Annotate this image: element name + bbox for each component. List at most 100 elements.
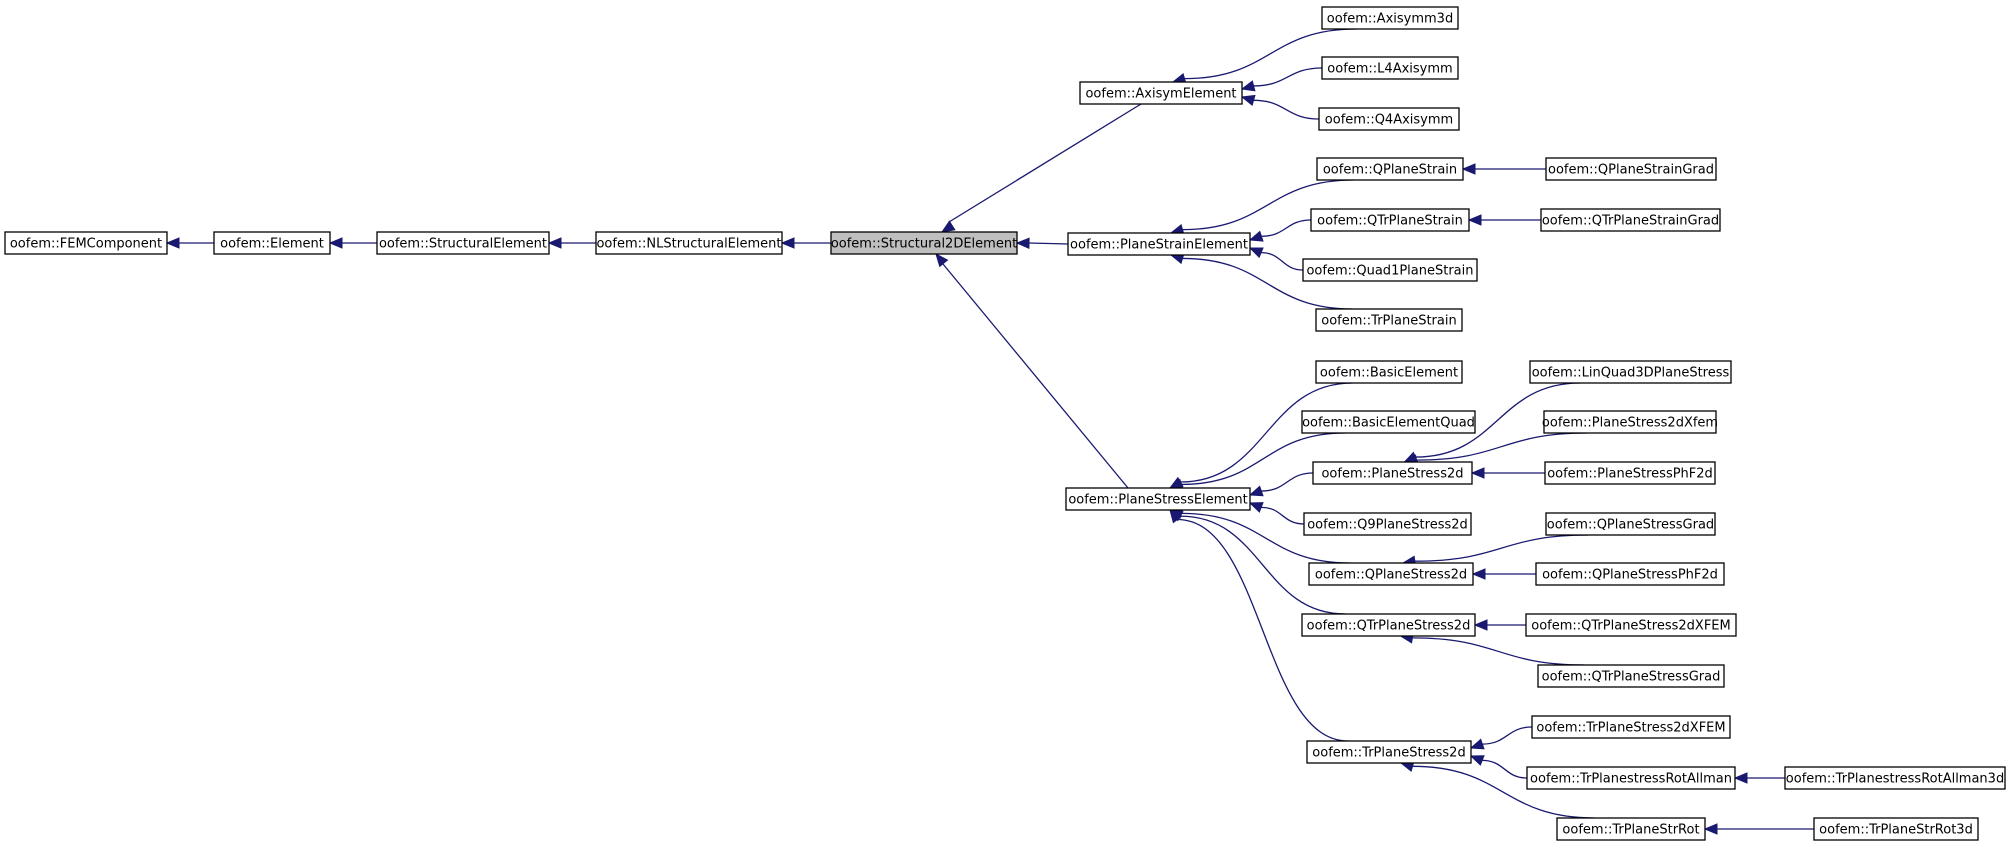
class-label: oofem::TrPlanestressRotAllman3d: [1786, 772, 2004, 787]
inheritance-arrow-fem-el: [165, 237, 214, 249]
inheritance-arrow-pst-q9: [1248, 502, 1305, 525]
class-label: oofem::QTrPlaneStrain: [1317, 214, 1463, 229]
class-node-tr[interactable]: oofem::TrPlaneStress2d: [1306, 740, 1472, 764]
inheritance-arrow-tr-tra: [1469, 755, 1528, 779]
class-node-lq3d[interactable]: oofem::LinQuad3DPlaneStress: [1529, 360, 1732, 384]
class-label: oofem::QPlaneStressGrad: [1547, 518, 1714, 533]
class-label: oofem::QPlaneStressPhF2d: [1542, 568, 1718, 583]
inheritance-arrow-ps2d-ps2dx: [1403, 432, 1588, 466]
class-label: oofem::BasicElementQuad: [1302, 416, 1475, 431]
inheritance-arrow-pse-trps: [1169, 253, 1353, 310]
class-node-qtrg[interactable]: oofem::QTrPlaneStressGrad: [1537, 664, 1725, 688]
inheritance-arrow-pse-qtps: [1248, 219, 1312, 242]
class-node-pst[interactable]: oofem::PlaneStressElement: [1065, 487, 1251, 511]
class-node-beq[interactable]: oofem::BasicElementQuad: [1301, 410, 1476, 434]
class-node-tra[interactable]: oofem::TrPlanestressRotAllman: [1526, 766, 1736, 790]
inheritance-arrow-tr-trsr: [1399, 760, 1595, 819]
class-node-trsr3d[interactable]: oofem::TrPlaneStrRot3d: [1813, 817, 1979, 841]
class-label: oofem::L4Axisymm: [1327, 62, 1452, 77]
inheritance-arrow-qps2d-qpsphf: [1471, 568, 1536, 580]
class-label: oofem::TrPlanestressRotAllman: [1530, 772, 1732, 787]
class-node-qtps[interactable]: oofem::QTrPlaneStrain: [1310, 208, 1470, 232]
class-node-fem[interactable]: oofem::FEMComponent: [4, 231, 168, 255]
class-node-trsr[interactable]: oofem::TrPlaneStrRot: [1556, 817, 1706, 841]
class-label: oofem::Axisymm3d: [1327, 12, 1453, 27]
class-node-nls[interactable]: oofem::NLStructuralElement: [595, 231, 783, 255]
class-label: oofem::PlaneStressElement: [1068, 493, 1247, 508]
class-node-psphf[interactable]: oofem::PlaneStressPhF2d: [1544, 461, 1716, 485]
class-node-pse[interactable]: oofem::PlaneStrainElement: [1067, 232, 1251, 256]
class-node-qpsgr[interactable]: oofem::QPlaneStressGrad: [1545, 512, 1716, 536]
class-label: oofem::Element: [220, 237, 324, 252]
class-label: oofem::QTrPlaneStressGrad: [1542, 670, 1721, 685]
inheritance-arrow-axi-q4: [1240, 94, 1320, 120]
class-node-be[interactable]: oofem::BasicElement: [1315, 360, 1463, 384]
class-label: oofem::PlaneStrainElement: [1070, 238, 1248, 253]
inheritance-arrow-tr-trx: [1469, 726, 1533, 750]
class-node-q9[interactable]: oofem::Q9PlaneStress2d: [1303, 512, 1472, 536]
class-label: oofem::QTrPlaneStress2d: [1307, 619, 1471, 634]
inheritance-arrow-pst-tr: [1169, 508, 1349, 742]
inheritance-arrow-trsr-trsr3d: [1703, 823, 1814, 835]
class-node-qtr[interactable]: oofem::QTrPlaneStress2d: [1301, 613, 1476, 637]
class-node-qtrx[interactable]: oofem::QTrPlaneStress2dXFEM: [1525, 613, 1737, 637]
class-node-l4[interactable]: oofem::L4Axisymm: [1321, 56, 1459, 80]
inheritance-arrow-qtr-qtrx: [1473, 619, 1526, 631]
class-label: oofem::PlaneStress2d: [1321, 467, 1463, 482]
class-label: oofem::LinQuad3DPlaneStress: [1532, 366, 1730, 381]
class-label: oofem::QPlaneStrain: [1323, 163, 1457, 178]
class-node-axi[interactable]: oofem::AxisymElement: [1079, 81, 1243, 105]
inheritance-arrow-axi-l4: [1240, 67, 1323, 92]
class-node-se[interactable]: oofem::StructuralElement: [376, 231, 550, 255]
class-node-qpsphf[interactable]: oofem::QPlaneStressPhF2d: [1535, 562, 1725, 586]
inheritance-arrow-s2d-pst: [935, 252, 1129, 489]
class-label: oofem::QPlaneStrainGrad: [1548, 163, 1714, 178]
class-label: oofem::BasicElement: [1320, 366, 1458, 381]
inheritance-arrow-ps2d-psphf: [1470, 467, 1545, 479]
class-node-axi3d[interactable]: oofem::Axisymm3d: [1321, 6, 1459, 30]
inheritance-arrow-qtr-qtrg: [1399, 632, 1585, 666]
class-node-tra3d[interactable]: oofem::TrPlanestressRotAllman3d: [1784, 766, 2006, 790]
class-label: oofem::AxisymElement: [1085, 87, 1236, 102]
class-label: oofem::Q4Axisymm: [1325, 113, 1453, 128]
class-label: oofem::QTrPlaneStrainGrad: [1542, 214, 1719, 229]
class-node-el[interactable]: oofem::Element: [213, 231, 331, 255]
class-node-s2d: oofem::Structural2DElement: [830, 231, 1018, 255]
class-label: oofem::QPlaneStress2d: [1315, 568, 1467, 583]
class-label: oofem::TrPlaneStrain: [1321, 314, 1456, 329]
inheritance-arrow-pse-quad1: [1248, 247, 1304, 271]
class-label: oofem::Q9PlaneStress2d: [1307, 518, 1468, 533]
class-label: oofem::NLStructuralElement: [596, 237, 781, 252]
class-label: oofem::Structural2DElement: [831, 237, 1017, 252]
inheritance-arrow-el-se: [328, 237, 377, 249]
inheritance-arrow-qtps-qtpsg: [1467, 214, 1541, 226]
inheritance-arrow-se-nls: [547, 237, 596, 249]
class-node-ps2d[interactable]: oofem::PlaneStress2d: [1312, 461, 1473, 485]
inheritance-arrow-pst-beq: [1168, 432, 1346, 490]
class-node-qtpsg[interactable]: oofem::QTrPlaneStrainGrad: [1540, 208, 1721, 232]
class-node-trps[interactable]: oofem::TrPlaneStrain: [1315, 308, 1463, 332]
class-node-quad1[interactable]: oofem::Quad1PlaneStrain: [1302, 258, 1478, 282]
class-node-trx[interactable]: oofem::TrPlaneStress2dXFEM: [1531, 715, 1731, 739]
inheritance-arrow-qps2d-qpsgr: [1401, 534, 1589, 567]
class-node-ps2dx[interactable]: oofem::PlaneStress2dXfem: [1542, 410, 1718, 434]
class-node-qps2d[interactable]: oofem::QPlaneStress2d: [1308, 562, 1474, 586]
class-node-qpsg[interactable]: oofem::QPlaneStrainGrad: [1545, 157, 1717, 181]
class-label: oofem::TrPlaneStress2dXFEM: [1536, 721, 1725, 736]
inheritance-arrow-nls-s2d: [780, 237, 831, 249]
inheritance-arrow-s2d-pse: [1015, 237, 1069, 249]
class-label: oofem::QTrPlaneStress2dXFEM: [1531, 619, 1730, 634]
class-label: oofem::FEMComponent: [10, 237, 162, 252]
class-label: oofem::PlaneStress2dXfem: [1542, 416, 1718, 431]
class-label: oofem::Quad1PlaneStrain: [1306, 264, 1473, 279]
inheritance-edges: [165, 28, 1814, 835]
class-label: oofem::PlaneStressPhF2d: [1547, 467, 1713, 482]
class-node-q4[interactable]: oofem::Q4Axisymm: [1318, 107, 1460, 131]
inheritance-arrow-pst-ps2d: [1248, 472, 1314, 497]
class-node-qps[interactable]: oofem::QPlaneStrain: [1316, 157, 1464, 181]
class-label: oofem::TrPlaneStress2d: [1312, 746, 1465, 761]
class-label: oofem::TrPlaneStrRot3d: [1819, 823, 1973, 838]
class-label: oofem::TrPlaneStrRot: [1562, 823, 1699, 838]
